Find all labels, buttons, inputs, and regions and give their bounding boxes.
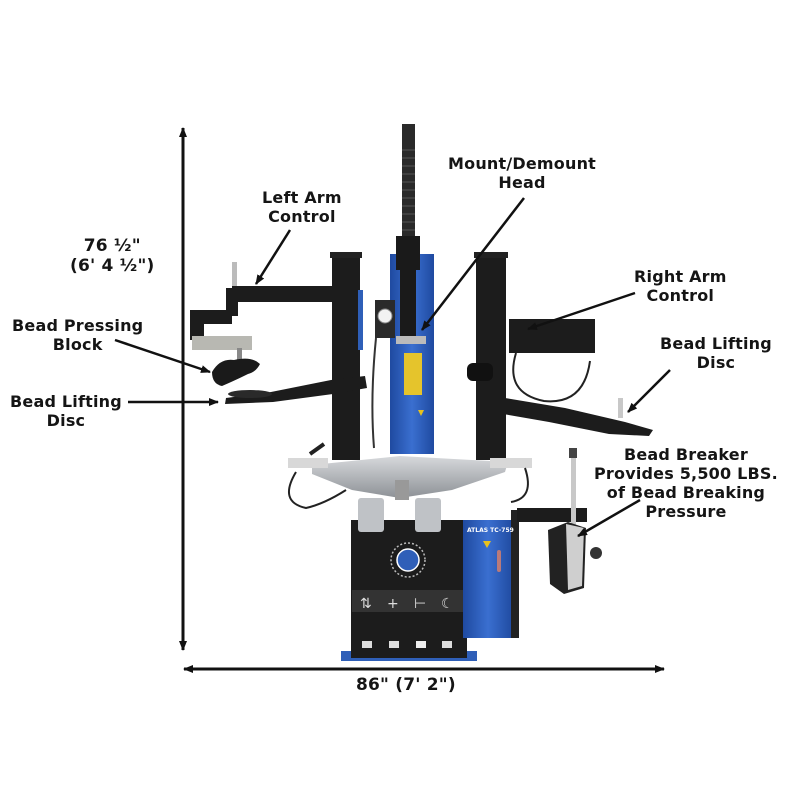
center-column xyxy=(371,124,434,454)
bead-breaker-part xyxy=(517,448,602,594)
svg-text:⇅: ⇅ xyxy=(360,596,372,612)
label-bead-pressing-block: Bead Pressing Block xyxy=(12,316,144,354)
svg-text:☾: ☾ xyxy=(441,596,454,612)
blue-side-panel: ATLAS TC-759 xyxy=(463,510,519,638)
bead-pressing-block-part xyxy=(212,358,260,386)
svg-text:+: + xyxy=(387,596,399,612)
arrow-mount-demount-head xyxy=(421,197,525,331)
svg-text:⊢: ⊢ xyxy=(414,596,426,612)
label-bead-lifting-disc-right: Bead Lifting Disc xyxy=(660,334,772,372)
height-dimension-label: 76 ½" (6' 4 ½") xyxy=(70,236,155,276)
arrow-bead-breaker xyxy=(577,498,641,538)
label-bead-breaker: Bead Breaker Provides 5,500 LBS. of Bead… xyxy=(594,445,778,521)
control-pedals: ⇅ + ⊢ ☾ xyxy=(360,596,454,612)
callout-arrows xyxy=(114,197,671,538)
left-arm-tower xyxy=(190,252,367,460)
arrow-left-arm-control xyxy=(254,229,292,285)
label-right-arm-control: Right Arm Control xyxy=(634,267,727,305)
right-arm-tower xyxy=(467,252,653,460)
arrow-bead-lifting-disc-right xyxy=(627,369,671,413)
warning-triangle-icon xyxy=(483,541,491,548)
label-mount-demount-head: Mount/Demount Head xyxy=(448,154,597,192)
machine-cabinet xyxy=(351,498,467,658)
arrow-bead-pressing-block xyxy=(114,338,211,374)
turntable xyxy=(287,442,532,510)
svg-text:ATLAS TC-759: ATLAS TC-759 xyxy=(467,527,514,534)
label-bead-lifting-disc-left: Bead Lifting Disc xyxy=(10,392,122,430)
width-dimension-label: 86" (7' 2") xyxy=(356,675,456,695)
arrow-right-arm-control xyxy=(527,291,636,331)
pressure-gauge-icon xyxy=(377,308,393,324)
label-left-arm-control: Left Arm Control xyxy=(262,188,342,226)
